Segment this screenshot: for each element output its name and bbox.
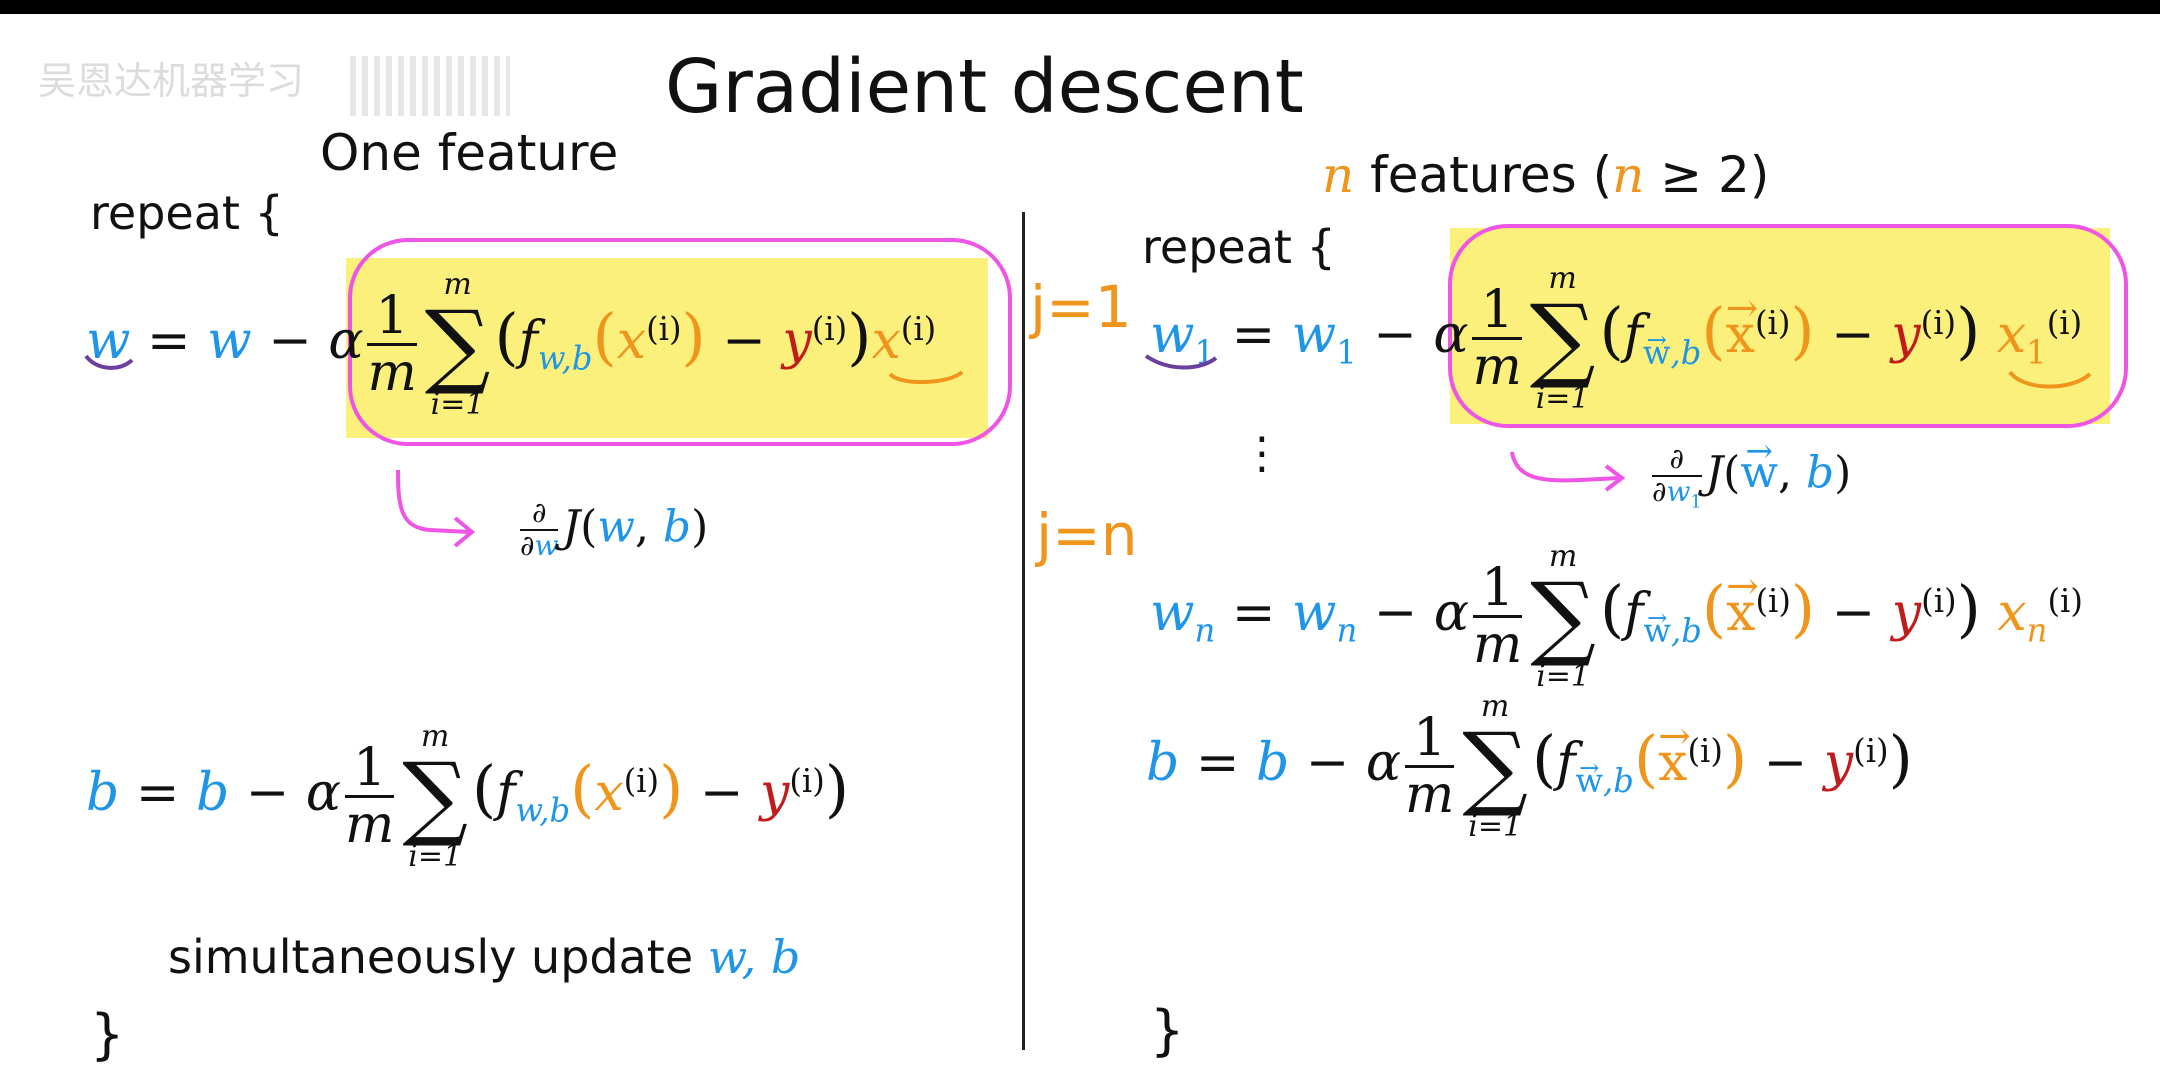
alpha: α <box>328 311 364 372</box>
right-repeat-open: repeat { <box>1142 220 1336 274</box>
x-var: x <box>616 311 647 372</box>
j-equals-n-note: j=n <box>1036 501 1138 569</box>
right-w1-underline <box>1144 354 1218 370</box>
right-arrow-stroke <box>1510 451 1621 483</box>
watermark-logo <box>350 56 510 116</box>
partial-fraction: ∂∂w <box>520 496 559 562</box>
j-equals-1-note: j=1 <box>1030 273 1132 341</box>
cost-J: J <box>562 501 581 553</box>
y-var: y <box>782 311 812 372</box>
left-highlight <box>346 258 988 438</box>
left-repeat-close: } <box>90 1003 125 1066</box>
left-w-underline <box>84 354 134 370</box>
right-repeat-close: } <box>1150 999 1185 1062</box>
b-var: b <box>86 763 120 824</box>
vertical-ellipsis: ⋮ <box>1240 428 1284 479</box>
left-heading: One feature <box>320 124 619 182</box>
left-lasso <box>348 238 1012 446</box>
f-func: f <box>518 311 538 372</box>
top-black-bar <box>0 0 2160 14</box>
left-repeat-open: repeat { <box>90 186 284 240</box>
simul-vars: w, b <box>707 930 801 984</box>
right-derivative: ∂∂w1J(w, b) <box>1652 434 1851 511</box>
summation: m∑i=1 <box>424 267 491 423</box>
f-subscript: w,b <box>537 339 593 378</box>
w-var: w <box>86 311 131 372</box>
simultaneous-update-note: simultaneously update w, b <box>168 930 801 984</box>
right-x1-underline <box>2008 370 2092 389</box>
page-title: Gradient descent <box>665 44 1304 130</box>
left-arrow-head <box>453 516 476 548</box>
right-arrow-head <box>1604 464 1626 492</box>
left-arrow-stroke <box>396 469 471 534</box>
w-var: w <box>207 311 252 372</box>
watermark: 吴恩达机器学习 <box>38 59 305 103</box>
column-divider <box>1022 212 1025 1050</box>
right-lasso <box>1448 224 2128 428</box>
right-heading: n features (n ≥ 2) <box>1322 146 1770 204</box>
right-highlight <box>1450 228 2110 424</box>
x-tail: x <box>871 311 901 372</box>
left-x-underline <box>888 370 964 384</box>
b-var: b <box>195 763 230 824</box>
